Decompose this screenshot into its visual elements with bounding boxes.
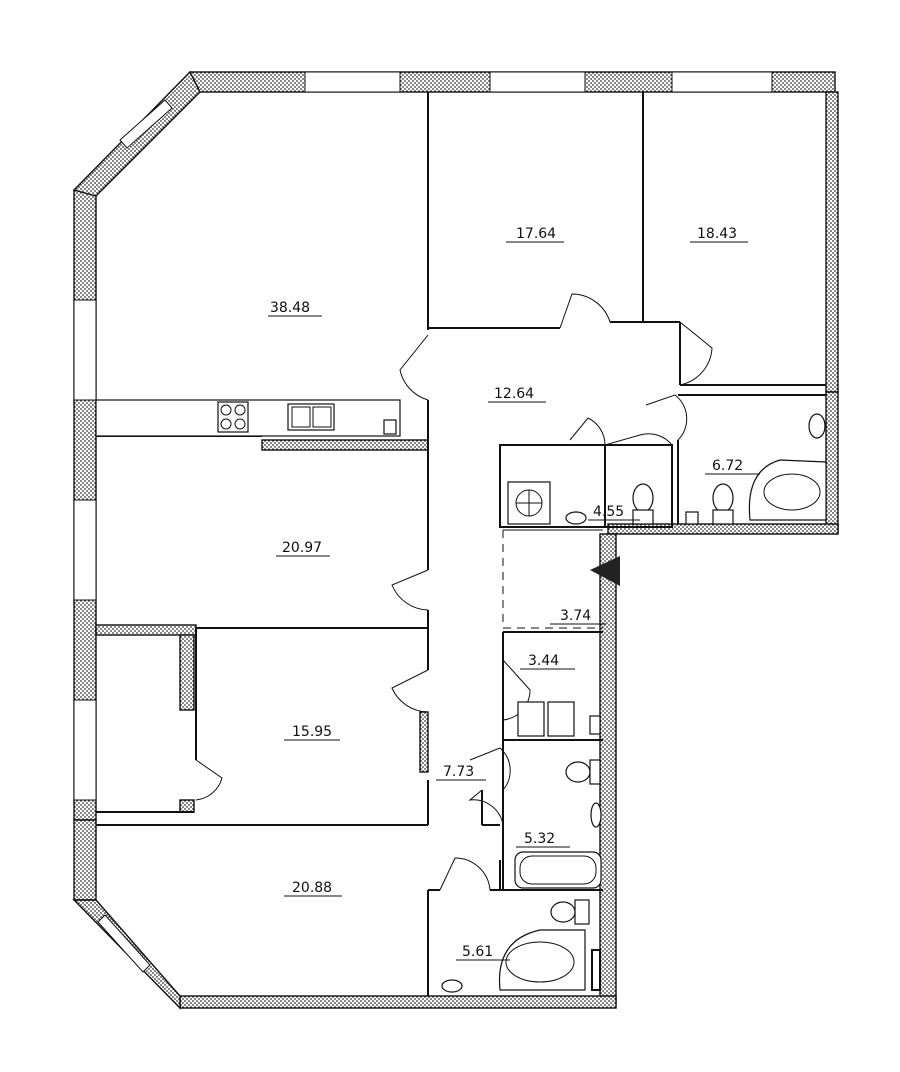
exterior-walls [72,70,839,1010]
area-label-hall: 12.64 [494,386,534,402]
entrance-arrow-icon [590,556,620,586]
toilet-icon [550,901,576,923]
area-label-bedroom-2: 18.43 [697,226,737,242]
area-label-room-15: 15.95 [292,724,332,740]
stove-icon [217,401,249,433]
area-label-living-kitchen: 38.48 [270,300,310,316]
sanitary-fixtures [441,413,827,993]
toilet-icon [712,483,734,513]
area-label-bedroom-1: 17.64 [516,226,556,242]
toilet-icon [632,483,654,513]
bathtub-icon [498,929,586,991]
area-labels: 38.48 17.64 18.43 12.64 6.72 4.55 20.97 … [268,226,760,961]
dryer-icon [547,701,575,737]
kitchen-counter [95,399,401,437]
bathtub-icon [748,459,827,521]
windows [73,71,773,973]
area-label-bathroom-3: 5.61 [462,944,493,960]
sink-icon [287,403,335,431]
area-label-vestibule: 7.73 [443,764,474,780]
toilet-icon [565,761,591,783]
area-label-corridor: 3.74 [560,608,591,624]
washing-machine-icon [517,701,545,737]
doors [195,293,713,891]
area-label-bathroom-master: 6.72 [712,458,743,474]
bathtub-icon [514,851,602,889]
area-label-laundry: 3.44 [528,653,559,669]
area-label-bathroom-2: 5.32 [524,831,555,847]
area-label-wc-1: 4.55 [593,504,624,520]
area-label-room-left-middle: 20.97 [282,540,322,556]
area-label-room-bottom: 20.88 [292,880,332,896]
